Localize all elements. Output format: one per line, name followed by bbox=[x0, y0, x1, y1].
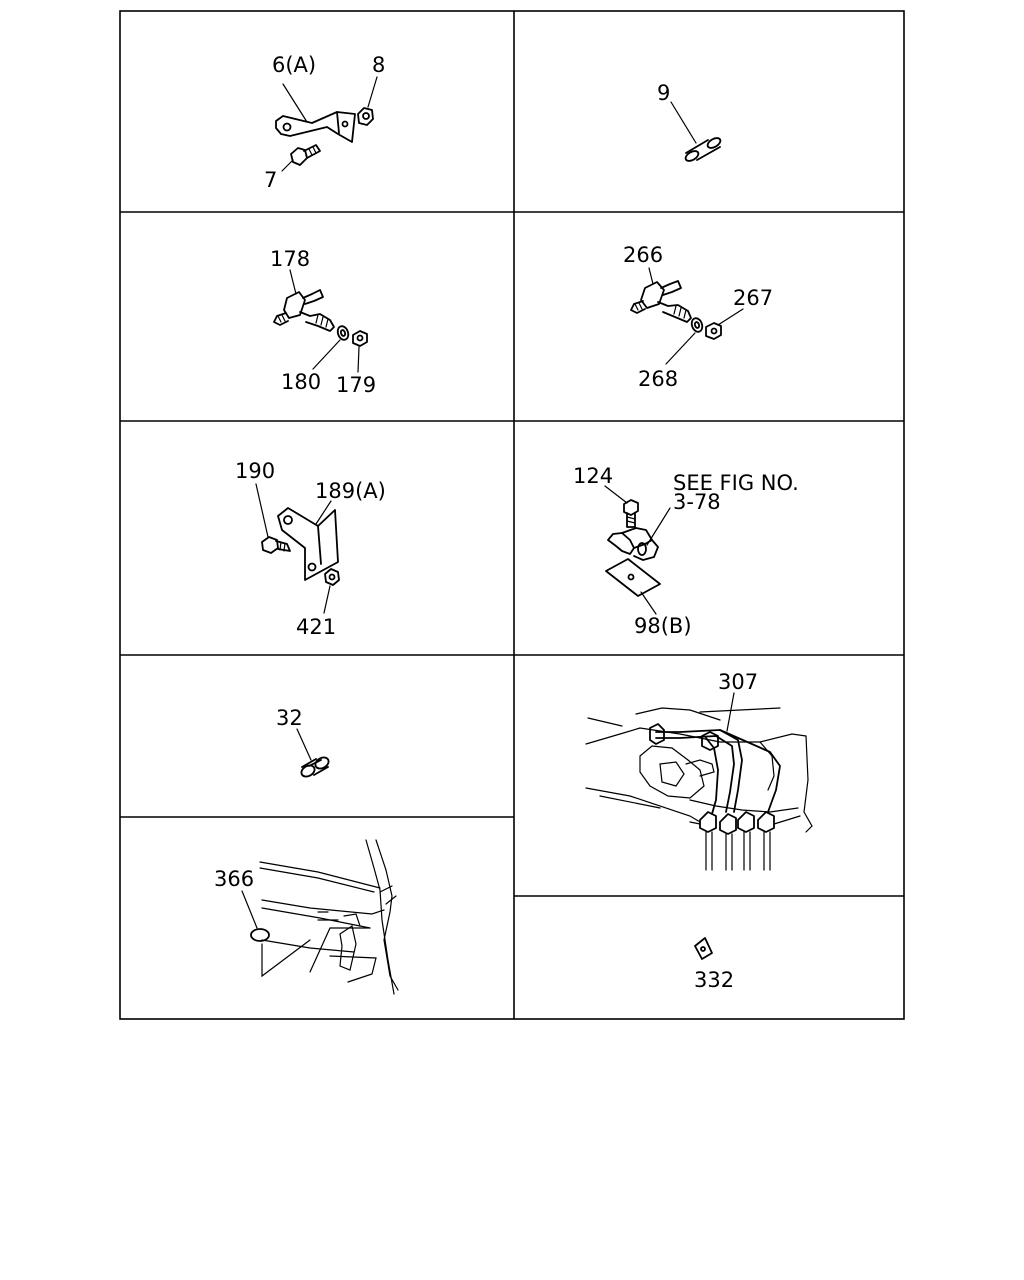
leader-178 bbox=[289, 269, 297, 295]
leader-124 bbox=[604, 485, 628, 504]
panel-tee-178: 178 180 179 bbox=[270, 247, 376, 397]
panel-bracket-6a: 6(A) 8 7 bbox=[264, 53, 385, 192]
panel-engine-307: 307 bbox=[585, 670, 813, 871]
leader-180 bbox=[312, 339, 341, 370]
leader-6a bbox=[282, 83, 308, 123]
bolt-part-7 bbox=[290, 144, 321, 166]
label-189a: 189(A) bbox=[315, 479, 386, 503]
leader-307 bbox=[726, 692, 735, 732]
dashboard-sketch bbox=[259, 839, 399, 995]
label-179: 179 bbox=[336, 373, 376, 397]
label-124: 124 bbox=[573, 464, 613, 488]
nut-part-421 bbox=[324, 568, 340, 586]
label-32: 32 bbox=[276, 706, 303, 730]
leader-7 bbox=[281, 159, 294, 172]
label-266: 266 bbox=[623, 243, 663, 267]
label-307: 307 bbox=[718, 670, 758, 694]
tee-fitting-part-178 bbox=[273, 289, 335, 332]
leader-267 bbox=[717, 308, 744, 326]
bolt-part-190 bbox=[261, 536, 291, 554]
nut-part-8 bbox=[357, 107, 374, 126]
label-267: 267 bbox=[733, 286, 773, 310]
label-421: 421 bbox=[296, 615, 336, 639]
injector-nozzles bbox=[689, 811, 801, 871]
sleeve-part-32 bbox=[300, 756, 330, 778]
nut-part-179 bbox=[352, 330, 368, 347]
leader-190 bbox=[255, 483, 269, 538]
label-6a: 6(A) bbox=[272, 53, 316, 77]
leader-266 bbox=[648, 267, 654, 285]
label-8: 8 bbox=[372, 53, 385, 77]
grommet-part-366 bbox=[250, 928, 270, 942]
label-366: 366 bbox=[214, 867, 254, 891]
panel-dash-366: 366 bbox=[214, 839, 399, 995]
sleeve-part-9 bbox=[684, 137, 722, 162]
label-98b: 98(B) bbox=[634, 614, 692, 638]
panel-tee-266: 266 267 268 bbox=[623, 243, 773, 391]
label-3-78: 3-78 bbox=[673, 490, 721, 514]
panel-sleeve-9: 9 bbox=[657, 81, 722, 162]
panel-grid bbox=[119, 10, 905, 1020]
engine-block-sketch bbox=[585, 707, 813, 833]
panel-bracket-189a: 190 189(A) 421 bbox=[235, 459, 386, 639]
label-268: 268 bbox=[638, 367, 678, 391]
panel-sleeve-32: 32 bbox=[276, 706, 330, 778]
plate-part-332 bbox=[694, 937, 713, 960]
label-see-fig: SEE FIG NO. bbox=[673, 471, 799, 495]
panel-plate-332: 332 bbox=[694, 937, 734, 992]
label-190: 190 bbox=[235, 459, 275, 483]
plate-part-98b bbox=[605, 558, 661, 597]
leader-98b bbox=[640, 591, 657, 615]
leader-189a bbox=[315, 500, 332, 525]
label-9: 9 bbox=[657, 81, 670, 105]
leader-421 bbox=[323, 585, 331, 614]
leader-8 bbox=[367, 76, 378, 108]
washer-part-180 bbox=[336, 325, 350, 341]
clamp-part bbox=[607, 527, 659, 561]
leader-179 bbox=[357, 346, 360, 373]
tee-fitting-part-266 bbox=[630, 280, 692, 323]
label-332: 332 bbox=[694, 968, 734, 992]
bracket-part-189a bbox=[277, 507, 339, 581]
leader-see-fig bbox=[646, 507, 671, 546]
bolt-part-124 bbox=[623, 499, 639, 528]
leader-366 bbox=[241, 890, 258, 929]
bracket-part-6a bbox=[275, 111, 356, 143]
label-178: 178 bbox=[270, 247, 310, 271]
label-7: 7 bbox=[264, 168, 277, 192]
panel-clip-124: 124 SEE FIG NO. 3-78 98(B) bbox=[573, 464, 799, 638]
washer-part-268 bbox=[690, 317, 704, 333]
fuel-pipe-part-307 bbox=[649, 723, 781, 815]
nut-part-267 bbox=[705, 322, 722, 340]
leader-268 bbox=[665, 332, 696, 365]
leader-9 bbox=[670, 101, 697, 144]
leader-32 bbox=[296, 728, 312, 761]
label-180: 180 bbox=[281, 370, 321, 394]
